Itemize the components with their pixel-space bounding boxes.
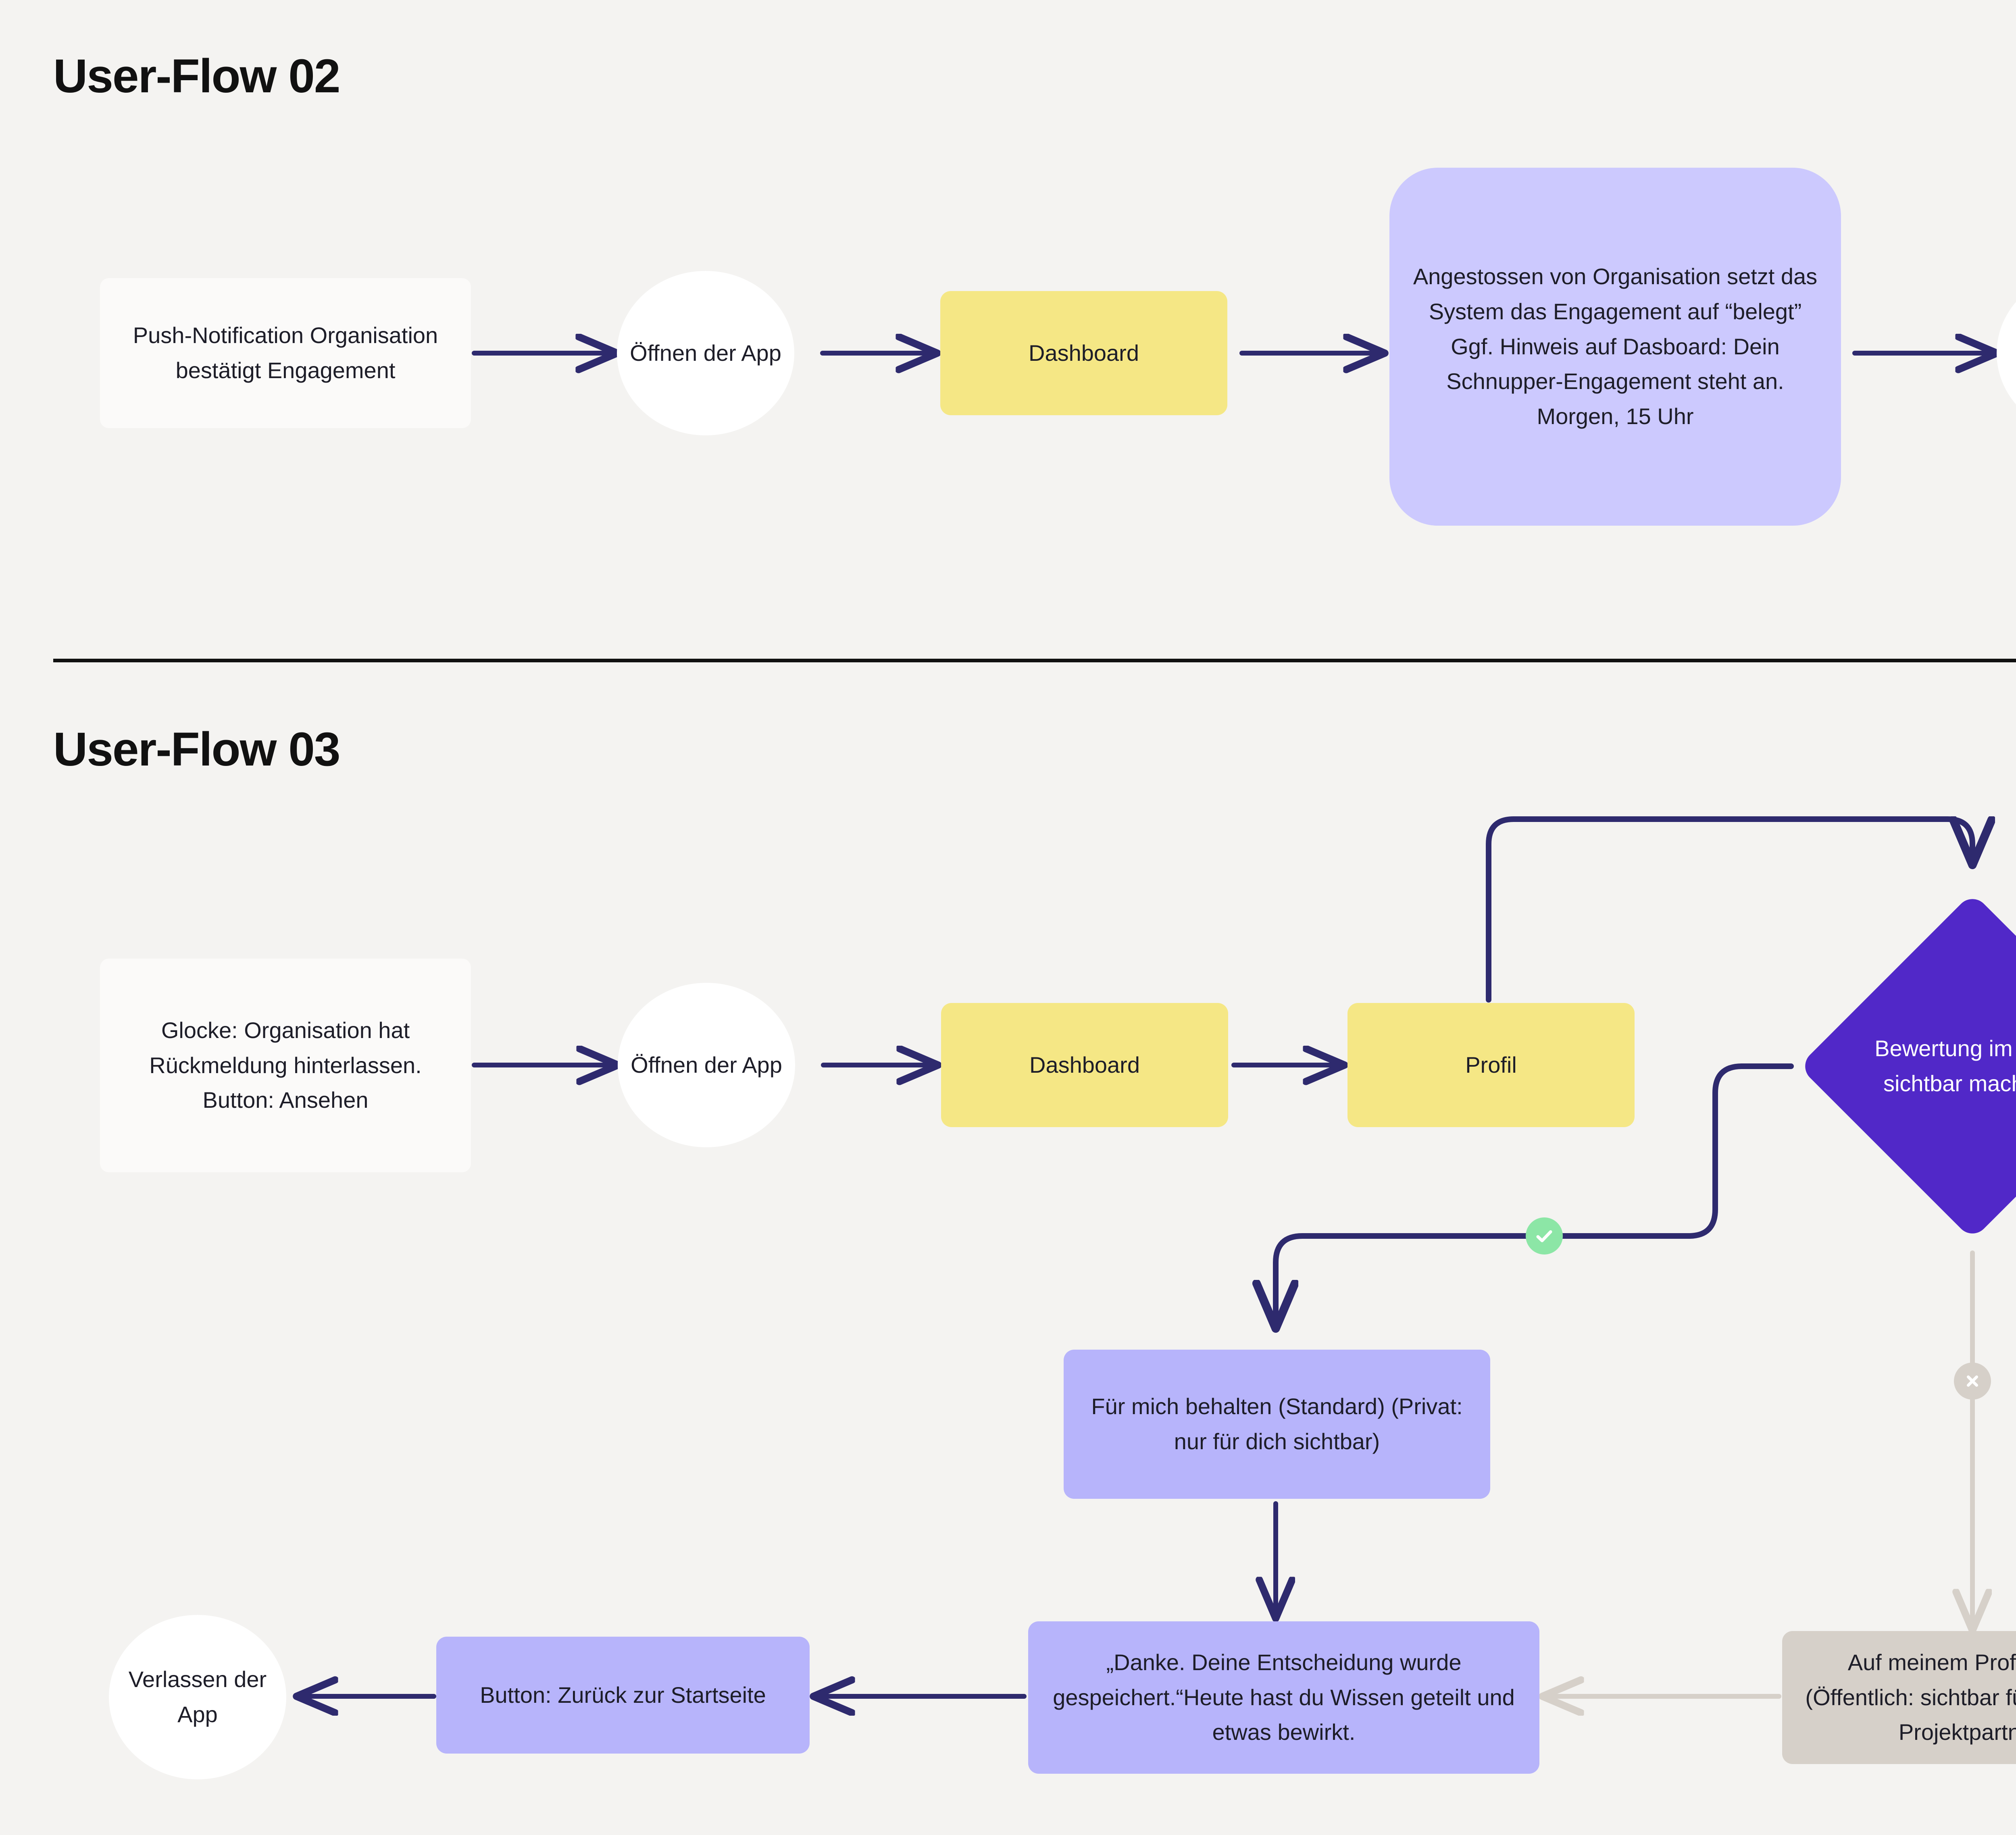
node-label: Profil — [1465, 1052, 1517, 1078]
node-label: Bewertung im Profil sichtbar machen? — [1874, 1036, 2016, 1096]
check-badge — [1526, 1217, 1563, 1255]
node-back-to-home-button[interactable]: Button: Zurück zur Startseite — [436, 1637, 810, 1754]
node-label: Auf meinem Profil zeigen (Öffentlich: si… — [1805, 1649, 2016, 1745]
node-thanks-message[interactable]: „Danke. Deine Entscheidung wurde gespeic… — [1028, 1621, 1539, 1774]
node-label: Button: Zurück zur Startseite — [480, 1682, 766, 1708]
page-title-flow-02: User-Flow 02 — [53, 50, 340, 103]
node-label: Dashboard — [1029, 340, 1139, 366]
node-decision-visibility[interactable]: Bewertung im Profil sichtbar machen? — [1798, 892, 2016, 1240]
node-show-public[interactable]: Auf meinem Profil zeigen (Öffentlich: si… — [1782, 1631, 2016, 1764]
node-label: Dashboard — [1029, 1052, 1140, 1078]
node-open-app-flow03[interactable]: Öffnen der App — [618, 983, 795, 1147]
node-label: Für mich behalten (Standard) (Privat: nu… — [1091, 1394, 1463, 1454]
node-push-notification[interactable]: Push-Notification Organisation bestätigt… — [100, 278, 471, 428]
node-dashboard-flow03[interactable]: Dashboard — [941, 1003, 1228, 1127]
node-label: Glocke: Organisation hat Rückmeldung hin… — [149, 1017, 422, 1113]
cross-badge — [1954, 1363, 1991, 1400]
node-bell-notification[interactable]: Glocke: Organisation hat Rückmeldung hin… — [100, 959, 471, 1172]
node-label: Öffnen der App — [631, 1052, 782, 1078]
node-label: Verlassen der App — [1997, 318, 2016, 388]
node-profil[interactable]: Profil — [1347, 1003, 1635, 1127]
node-system-state[interactable]: Angestossen von Organisation setzt das S… — [1389, 168, 1841, 526]
node-dashboard-flow02[interactable]: Dashboard — [940, 291, 1227, 415]
node-label: „Danke. Deine Entscheidung wurde gespeic… — [1053, 1649, 1515, 1745]
node-leave-app-flow02[interactable]: Verlassen der App — [1997, 271, 2016, 435]
node-leave-app-flow03[interactable]: Verlassen der App — [109, 1615, 286, 1779]
node-label: Push-Notification Organisation bestätigt… — [133, 322, 438, 383]
node-label: Öffnen der App — [630, 340, 781, 366]
node-label: Angestossen von Organisation setzt das S… — [1413, 264, 1818, 429]
section-divider — [53, 659, 2016, 662]
node-keep-private[interactable]: Für mich behalten (Standard) (Privat: nu… — [1064, 1350, 1490, 1499]
node-label: Verlassen der App — [128, 1666, 267, 1727]
page-title-flow-03: User-Flow 03 — [53, 723, 340, 776]
node-open-app-flow02[interactable]: Öffnen der App — [617, 271, 794, 435]
